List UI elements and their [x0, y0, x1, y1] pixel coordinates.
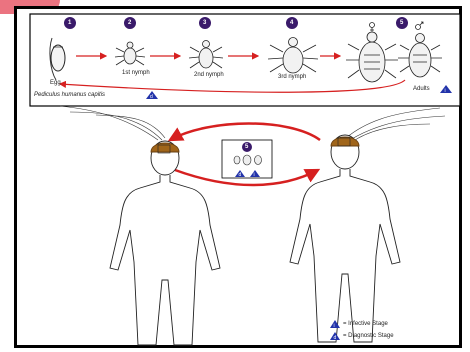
stage-number-4: 4 — [290, 20, 293, 26]
stage-label-egg: Egg — [50, 80, 61, 86]
left-human-figure — [110, 141, 220, 345]
legend-infective-icon — [330, 320, 340, 328]
stage-label-adults: Adults — [413, 86, 430, 92]
legend-diagnostic-letter: d — [334, 335, 337, 341]
legend-diagnostic-label: = Diagnostic Stage — [343, 333, 394, 339]
stage-label-3rd-nymph: 3rd nymph — [278, 74, 306, 80]
transmission-arrow-left — [170, 124, 320, 141]
transmission-diagnostic-letter: d — [239, 172, 242, 178]
transmission-infective-letter: i — [254, 172, 255, 178]
stage-label-2nd-nymph: 2nd nymph — [194, 72, 224, 78]
stage-label-1st-nymph: 1st nymph — [122, 70, 150, 76]
stage-number-3: 3 — [203, 20, 206, 26]
stage-number-2: 2 — [128, 20, 131, 26]
legend-infective-letter: i — [334, 323, 335, 329]
right-human-figure — [290, 135, 400, 342]
hair-strands-right — [346, 108, 445, 142]
species-label: Pediculus humanus capitis — [34, 92, 105, 98]
transmission-lice-icon — [234, 155, 262, 165]
stage-number-5: 5 — [400, 20, 403, 26]
diagnostic-marker-top-letter: d — [150, 94, 153, 100]
stage-number-1: 1 — [68, 20, 71, 26]
legend-infective-label: = Infective Stage — [343, 321, 388, 327]
transmission-number: 5 — [245, 144, 248, 150]
hair-strands-left — [60, 106, 165, 140]
infective-marker-top-letter: i — [445, 88, 446, 94]
